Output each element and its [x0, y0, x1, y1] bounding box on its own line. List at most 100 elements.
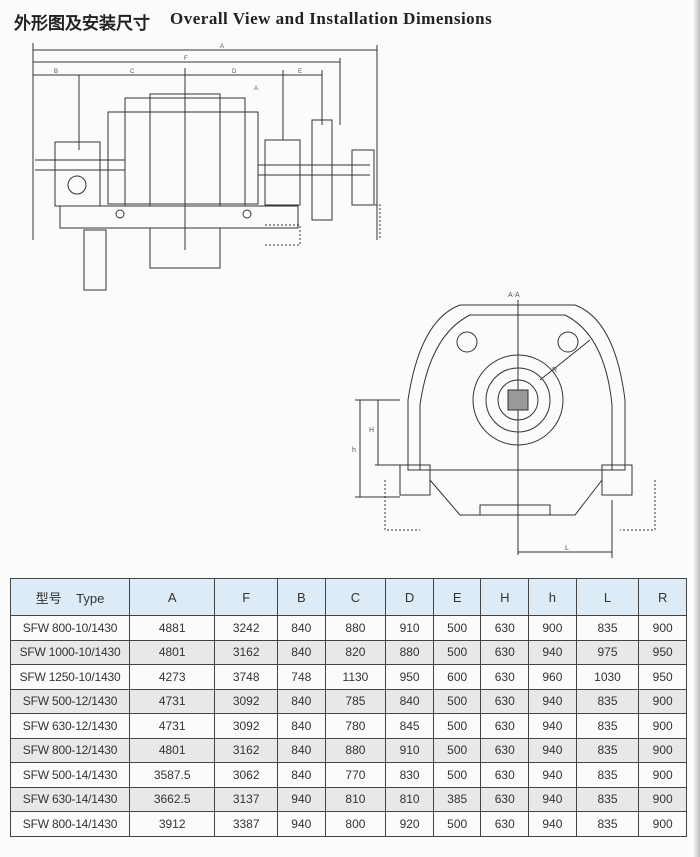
- cell-r: 900: [638, 786, 687, 812]
- cell-l: 835: [575, 713, 640, 739]
- header-type-cn: 型号: [35, 590, 62, 606]
- cell-d: 920: [385, 811, 434, 837]
- cell-d: 810: [385, 786, 434, 812]
- cell-b: 840: [277, 639, 326, 665]
- cell-c: 880: [324, 737, 387, 763]
- cell-f: 3137: [214, 786, 279, 812]
- cell-r: 950: [638, 639, 687, 665]
- cell-l: 835: [575, 786, 640, 812]
- cell-h: 960: [528, 664, 577, 690]
- cell-l: 1030: [575, 664, 640, 690]
- cell-f: 3387: [214, 811, 279, 837]
- section-marker: A: [254, 86, 258, 92]
- cell-l: 975: [575, 639, 640, 665]
- cell-f: 3242: [214, 615, 279, 641]
- dim-label-b: B: [54, 69, 58, 75]
- cell-h: 940: [528, 786, 577, 812]
- cell-f: 3748: [214, 664, 279, 690]
- cell-c: 810: [324, 786, 387, 812]
- cell-d: 830: [385, 762, 434, 788]
- header-e: E: [432, 578, 482, 616]
- cell-type: SFW 630-14/1430: [10, 786, 130, 812]
- cell-a: 4731: [128, 688, 216, 714]
- cell-type: SFW 1250-10/1430: [10, 664, 130, 690]
- cell-f: 3162: [214, 639, 279, 665]
- cell-f: 3092: [214, 713, 279, 739]
- cell-l: 835: [575, 737, 640, 763]
- cell-e: 385: [432, 786, 482, 812]
- section-label: A-A: [508, 292, 520, 299]
- cell-a: 3662.5: [128, 786, 216, 812]
- dim-label-r: R: [552, 367, 557, 374]
- cell-h: 630: [480, 688, 530, 714]
- header-d: D: [385, 578, 434, 616]
- dim-label-l: L: [565, 545, 569, 552]
- header-f: F: [214, 578, 279, 616]
- cell-l: 835: [575, 811, 640, 837]
- cell-a: 4273: [128, 664, 216, 690]
- cell-type: SFW 1000-10/1430: [10, 639, 130, 665]
- cell-e: 500: [432, 713, 482, 739]
- header-type-en: Type: [76, 590, 105, 606]
- cell-d: 845: [385, 713, 434, 739]
- cell-f: 3062: [214, 762, 279, 788]
- cell-c: 800: [324, 811, 387, 837]
- cell-e: 500: [432, 639, 482, 665]
- cell-type: SFW 500-14/1430: [10, 762, 130, 788]
- cell-c: 770: [324, 762, 387, 788]
- cell-c: 880: [324, 615, 387, 641]
- cell-r: 900: [638, 688, 687, 714]
- cell-a: 3587.5: [128, 762, 216, 788]
- cell-type: SFW 630-12/1430: [10, 713, 130, 739]
- cell-l: 835: [575, 762, 640, 788]
- cell-h: 940: [528, 639, 577, 665]
- dim-label-d: D: [232, 69, 237, 75]
- section-view-drawing: A-A R H h L: [352, 292, 656, 558]
- cell-h: 630: [480, 615, 530, 641]
- cell-d: 950: [385, 664, 434, 690]
- cell-b: 840: [277, 688, 326, 714]
- cell-h: 940: [528, 737, 577, 763]
- cell-a: 4801: [128, 639, 216, 665]
- side-view-drawing: A F B C D E A: [32, 43, 381, 291]
- cell-a: 3912: [128, 811, 216, 837]
- cell-c: 785: [324, 688, 387, 714]
- table-header-row: 型号 Type A F B C D E H h L R: [10, 578, 687, 616]
- header-h-upper: H: [480, 578, 530, 616]
- cell-c: 820: [324, 639, 387, 665]
- cell-f: 3162: [214, 737, 279, 763]
- cell-type: SFW 800-12/1430: [10, 737, 130, 763]
- cell-d: 880: [385, 639, 434, 665]
- cell-h: 900: [528, 615, 577, 641]
- cell-d: 910: [385, 615, 434, 641]
- cell-h: 630: [480, 639, 530, 665]
- cell-r: 900: [638, 811, 687, 837]
- cell-type: SFW 800-14/1430: [10, 811, 130, 837]
- cell-h: 940: [528, 762, 577, 788]
- cell-b: 748: [277, 664, 326, 690]
- cell-e: 500: [432, 811, 482, 837]
- cell-b: 840: [277, 737, 326, 763]
- cell-h: 940: [528, 688, 577, 714]
- dim-label-f: F: [184, 56, 188, 62]
- cell-d: 910: [385, 737, 434, 763]
- cell-a: 4881: [128, 615, 216, 641]
- header-l: L: [575, 578, 640, 616]
- header-c: C: [324, 578, 387, 616]
- cell-c: 1130: [324, 664, 387, 690]
- cell-b: 840: [277, 615, 326, 641]
- page-edge-shadow: [694, 0, 700, 857]
- dim-label-h-upper: H: [369, 427, 374, 434]
- cell-h: 940: [528, 713, 577, 739]
- cell-r: 900: [638, 615, 687, 641]
- header-type: 型号 Type: [10, 578, 130, 616]
- header-h-lower: h: [528, 578, 577, 616]
